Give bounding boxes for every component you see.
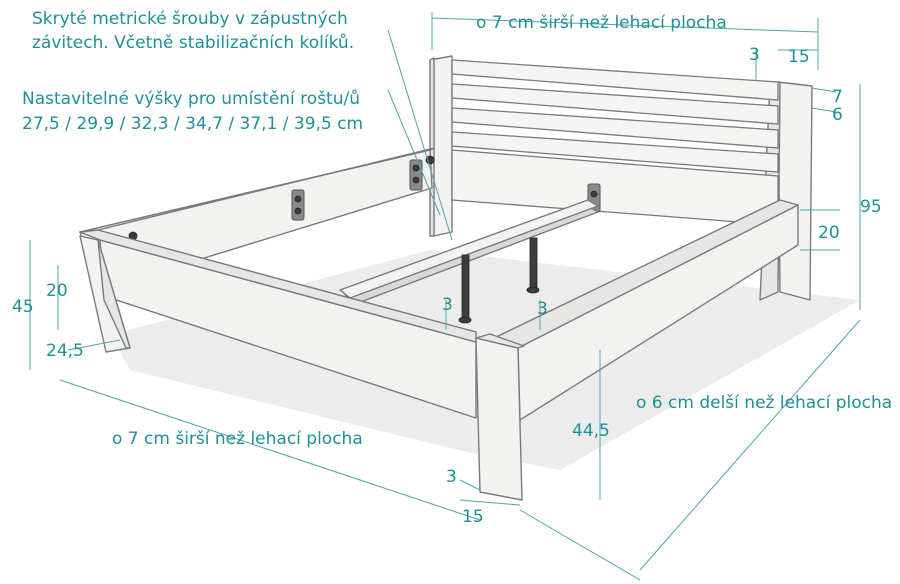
dim-head-post-width: 15 [788,47,810,67]
heights-note-line1: Nastavitelné výšky pro umístění roštu/ů [22,89,360,109]
side-length-label: o 6 cm delší než lehací plocha [636,393,893,413]
dim-foot-height: 45 [12,297,34,317]
support-leg-1 [461,254,470,321]
support-leg-2 [529,237,538,291]
dim-slat-offset-right: 3 [537,299,548,319]
dim-slat-offset-left: 3 [442,295,453,315]
rail-brackets [128,155,601,241]
dimension-lines [29,12,861,581]
dim-head-slat-top: 7 [832,87,843,107]
front-left-post-face [97,239,131,349]
screws-note-line2: závitech. Včetně stabilizačních kolíků. [32,33,355,53]
headboard-right-post [777,81,813,301]
dim-foot-depth: 24,5 [46,341,84,361]
front-right-post-side [475,333,525,349]
heights-note-line2: 27,5 / 29,9 / 32,3 / 34,7 / 37,1 / 39,5 … [22,114,364,134]
headboard-slats [451,59,779,226]
dim-foot-rail-height: 20 [46,281,68,301]
dim-side-rail-height: 20 [818,223,840,243]
front-width-label: o 7 cm širší než lehací plocha [112,429,363,449]
dim-foot-post-width: 15 [462,507,484,527]
dim-foot-post-offset: 3 [446,467,457,487]
front-right-post [475,337,523,501]
headboard-left-post-side [429,57,435,237]
dim-total-height: 95 [860,197,882,217]
dim-head-post-offset: 3 [749,45,760,65]
dim-head-slat-gap: 6 [832,105,843,125]
foot-rail-top [79,229,477,343]
screws-note-line1: Skryté metrické šrouby v zápustných [32,9,348,29]
dim-rail-height: 44,5 [572,421,610,441]
center-beam-top [339,199,599,299]
headboard-width-label: o 7 cm širší než lehací plocha [476,13,727,33]
